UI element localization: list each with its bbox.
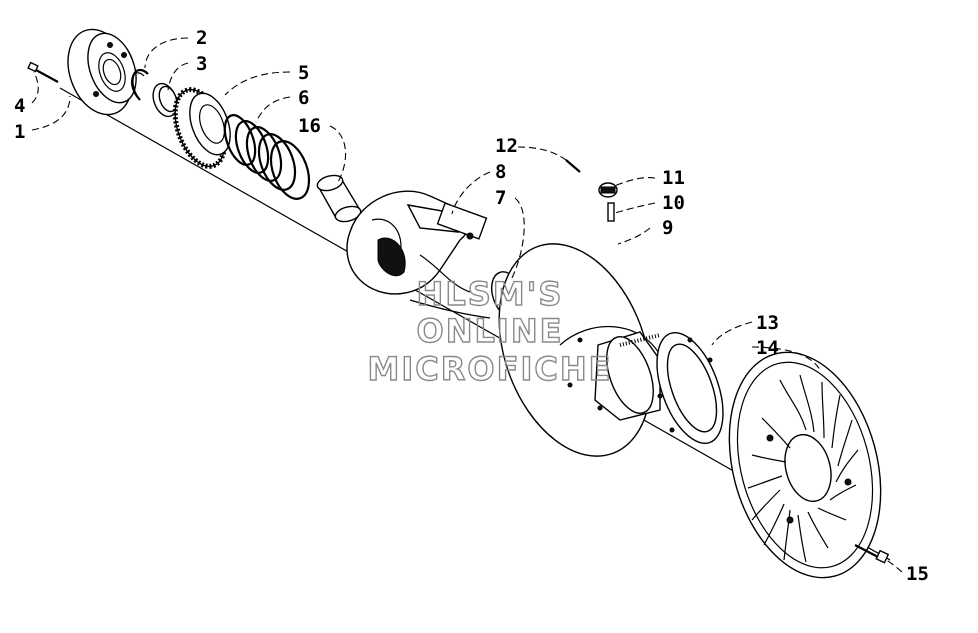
callout-10: 10 [662,192,685,214]
watermark-line-2: ONLINE [417,312,564,350]
part-11-weight [598,182,618,198]
microfiche-watermark: HLSM'S ONLINE MICROFICHE [367,274,613,388]
part-14-fan-plate [728,351,882,579]
part-5-clutch-ring [172,87,231,169]
callout-14: 14 [756,337,779,359]
leader-lines [31,37,903,573]
callout-6: 6 [298,87,309,109]
part-2-snap-ring [130,68,149,101]
callout-labels: 2 3 4 1 5 6 16 12 8 7 11 10 9 13 14 15 [14,27,929,585]
part-8-movable-sheave-housing [346,190,491,319]
callout-7: 7 [495,187,506,209]
part-4-bolt [27,61,59,83]
part-3-bushing [152,82,178,118]
part-12-small-pin [565,159,581,173]
part-10-pin [607,202,615,222]
callout-1: 1 [14,121,25,143]
callout-2: 2 [196,27,207,49]
part-1-cover-plate [67,28,137,116]
watermark-line-1: HLSM'S [417,275,564,313]
part-16-bushing-cylinder [316,174,362,223]
part-6-spring [223,114,311,200]
callout-15: 15 [906,563,929,585]
callout-5: 5 [298,62,309,84]
callout-16: 16 [298,115,321,137]
callout-13: 13 [756,312,779,334]
part-15-screw [854,544,890,564]
part-9-fixed-sheave [498,243,661,457]
callout-9: 9 [662,217,673,239]
callout-12: 12 [495,135,518,157]
watermark-line-3: MICROFICHE [368,350,613,388]
callout-11: 11 [662,167,685,189]
callout-8: 8 [495,161,506,183]
part-13-ring-gasket [656,331,724,445]
callout-4: 4 [14,95,25,117]
callout-3: 3 [196,53,207,75]
